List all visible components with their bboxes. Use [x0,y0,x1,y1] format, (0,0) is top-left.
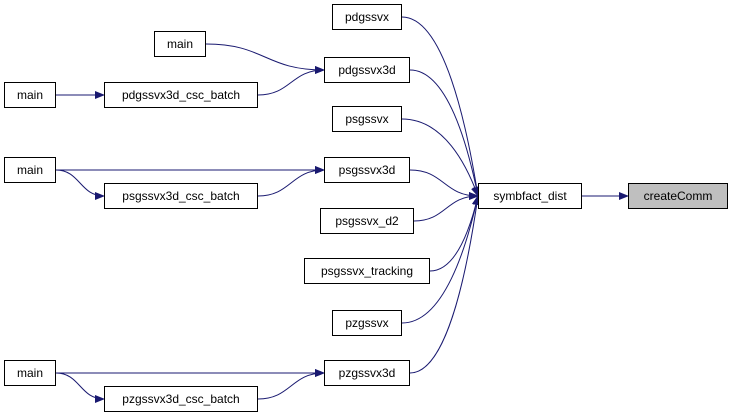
node-pzgssvx3d[interactable]: pzgssvx3d [324,360,410,386]
edge-pzgssvx-to-symbfact_dist [401,195,480,324]
edge-main_3-to-psgssvx3d_csc_batch [55,169,105,200]
edge-pzgssvx3d-to-symbfact_dist [409,195,481,374]
edge-psgssvx3d_csc_batch-to-psgssvx3d [257,166,325,197]
edge-psgssvx_d2-to-symbfact_dist [413,192,479,222]
edge-main_4-to-pzgssvx3d_csc_batch [55,372,105,403]
node-pzgssvx3d-csc-batch[interactable]: pzgssvx3d_csc_batch [104,386,258,412]
node-symbfact-dist[interactable]: symbfact_dist [478,183,582,209]
node-label: pdgssvx [344,10,390,24]
node-psgssvx-tracking[interactable]: psgssvx_tracking [304,258,430,284]
edge-psgssvx3d-to-symbfact_dist [409,169,479,200]
edge-main_1-to-pdgssvx3d [205,43,325,74]
node-psgssvx-d2[interactable]: psgssvx_d2 [320,208,414,234]
node-psgssvx3d-csc-batch[interactable]: psgssvx3d_csc_batch [104,183,258,209]
edge-psgssvx_tracking-to-symbfact_dist [429,195,480,272]
node-label: createComm [643,189,713,203]
node-label: main [166,37,193,51]
node-label: psgssvx_tracking [320,264,414,278]
node-label: pdgssvx3d [338,63,396,77]
node-psgssvx3d[interactable]: psgssvx3d [324,157,410,183]
edge-pdgssvx-to-symbfact_dist [401,16,481,197]
node-label: pdgssvx3d_csc_batch [121,88,241,102]
node-main[interactable]: main [4,82,56,108]
node-label: psgssvx3d_csc_batch [122,189,240,203]
node-label: main [16,88,43,102]
node-label: psgssvx3d [338,163,396,177]
node-label: main [16,163,43,177]
node-pdgssvx3d-csc-batch[interactable]: pdgssvx3d_csc_batch [104,82,258,108]
node-label: main [16,366,43,380]
node-createComm: createComm [628,183,728,209]
edge-pdgssvx3d-to-symbfact_dist [409,69,481,197]
node-pzgssvx[interactable]: pzgssvx [332,310,402,336]
node-label: pzgssvx3d [338,366,396,380]
edge-psgssvx-to-symbfact_dist [401,118,479,197]
node-pdgssvx3d[interactable]: pdgssvx3d [324,57,410,83]
node-label: pzgssvx3d_csc_batch [122,392,240,406]
node-main[interactable]: main [4,360,56,386]
node-label: psgssvx [345,112,389,126]
node-label: psgssvx_d2 [335,214,399,228]
node-main[interactable]: main [154,31,206,57]
node-pdgssvx[interactable]: pdgssvx [332,4,402,30]
node-psgssvx[interactable]: psgssvx [332,106,402,132]
node-label: pzgssvx [345,316,389,330]
edge-pzgssvx3d_csc_batch-to-pzgssvx3d [257,369,325,400]
node-main[interactable]: main [4,157,56,183]
edge-pdgssvx3d_csc_batch-to-pdgssvx3d [257,66,325,96]
node-label: symbfact_dist [493,189,567,203]
